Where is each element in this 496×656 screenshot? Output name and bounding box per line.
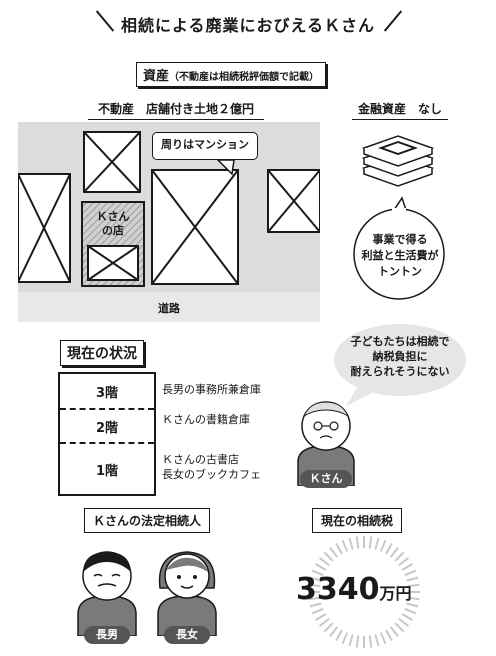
income-bubble-line2: 利益と生活費が: [361, 249, 439, 262]
income-bubble-text: 事業で得る 利益と生活費が トントン: [352, 232, 448, 280]
income-bubble-line3: トントン: [378, 265, 422, 278]
floor-divider-2: [60, 442, 154, 444]
tax-ray: [315, 563, 327, 571]
worry-line1: 子どもたちは相続で: [350, 335, 450, 348]
tax-ray: [385, 629, 393, 641]
property-map: 周りはマンション Ｋさん の店 道路: [18, 122, 320, 322]
road: [18, 292, 320, 322]
floor-3-desc: 長男の事務所兼倉庫: [162, 383, 261, 396]
building-left: [18, 173, 71, 283]
floor-1-desc: Ｋさんの古書店 長女のブックカフェ: [162, 452, 261, 482]
floor-1-desc-line2: 長女のブックカフェ: [162, 468, 261, 481]
assets-heading-text: 資産: [143, 69, 170, 84]
assets-heading-note: （不動産は相続税評価額で記載）: [169, 72, 320, 83]
tax-ray: [348, 634, 354, 647]
heirs-heading: Ｋさんの法定相続人: [84, 508, 211, 533]
worry-bubble: [334, 324, 466, 406]
road-label: 道路: [158, 302, 180, 315]
tax-ray: [309, 602, 322, 608]
floor-divider-1: [60, 408, 154, 410]
tax-ray: [404, 607, 417, 615]
map-buildings: [18, 131, 320, 322]
k-san-tag: Ｋさん: [300, 470, 352, 488]
real-estate-label: 不動産 店舗付き土地２億円: [88, 100, 264, 120]
assets-heading: 資産（不動産は相続税評価額で記載）: [136, 62, 327, 87]
tax-ray: [406, 576, 419, 582]
tax-unit: 万円: [379, 584, 412, 603]
floor-1: 1階: [95, 463, 119, 479]
tax-ray: [323, 622, 334, 633]
tax-ray: [404, 569, 417, 577]
tax-ray: [398, 557, 410, 567]
tax-ray: [389, 546, 399, 558]
son-tag: 長男: [84, 626, 130, 644]
tax-ray: [368, 635, 373, 648]
surroundings-bubble-text: 周りはマンション: [161, 138, 249, 151]
tax-ray: [308, 583, 321, 588]
tax-ray: [406, 602, 419, 608]
tax-amount-row: 3340万円: [296, 572, 436, 607]
building-right: [267, 169, 320, 233]
tax-ray: [374, 634, 380, 647]
tax-ray: [374, 537, 380, 550]
tax-ray: [335, 543, 343, 555]
financial-assets-label: 金融資産 なし: [352, 100, 448, 120]
son-avatar: [77, 551, 137, 636]
floor-1-desc-line1: Ｋさんの古書店: [162, 453, 239, 466]
tax-heading: 現在の相続税: [312, 508, 403, 533]
tax-ray: [379, 632, 387, 645]
tax-ray: [368, 536, 373, 549]
daughter-tag: 長女: [164, 626, 210, 644]
tax-ray: [398, 617, 410, 627]
tax-ray: [318, 557, 330, 567]
tax-ray: [407, 596, 420, 601]
daughter-avatar: [157, 551, 217, 636]
building-center-large: [151, 169, 239, 285]
income-bubble: [353, 196, 445, 300]
floor-3: 3階: [95, 385, 119, 401]
tax-ray: [311, 607, 324, 615]
tax-ray: [394, 551, 405, 562]
tax-ray: [348, 537, 354, 550]
tax-amount: 3340: [296, 572, 380, 607]
worry-line3: 耐えられそうにない: [350, 365, 450, 378]
tax-radial-decoration: [308, 536, 420, 648]
tax-ray: [308, 596, 321, 601]
tax-ray: [385, 543, 393, 555]
k-shop-label-line2: の店: [102, 224, 124, 237]
money-stack-icon: [361, 135, 435, 187]
tax-ray: [309, 576, 322, 582]
building-floors: 3階 2階 1階: [58, 372, 156, 496]
tax-ray: [379, 539, 387, 552]
tax-ray: [315, 613, 327, 621]
situation-heading: 現在の状況: [60, 340, 144, 366]
k-shop-label-line1: Ｋさん: [96, 210, 130, 223]
tax-ray: [389, 626, 399, 638]
tax-ray: [329, 626, 339, 638]
tax-ray: [318, 617, 330, 627]
tax-ray: [335, 629, 343, 641]
k-shop-lot: [81, 201, 145, 287]
tax-ray: [355, 635, 360, 648]
surroundings-bubble: [152, 132, 258, 160]
tax-ray: [407, 583, 420, 588]
k-shop-label: Ｋさん の店: [82, 210, 144, 238]
tax-ray: [311, 569, 324, 577]
floor-2-desc: Ｋさんの書籍倉庫: [162, 413, 250, 426]
tax-ray: [401, 563, 413, 571]
worry-line2: 納税負担に: [372, 350, 428, 363]
tax-ray: [341, 539, 349, 552]
page-title: 相続による廃業におびえるＫさん: [120, 16, 376, 35]
surroundings-bubble-tail: [216, 159, 235, 176]
tax-ray: [394, 622, 405, 633]
worry-bubble-text: 子どもたちは相続で 納税負担に 耐えられそうにない: [336, 334, 464, 379]
tax-ray: [355, 536, 360, 549]
income-bubble-line1: 事業で得る: [372, 233, 428, 246]
tax-ray: [401, 613, 413, 621]
tax-ray: [329, 546, 339, 558]
tax-ray: [341, 632, 349, 645]
floor-2: 2階: [95, 420, 119, 436]
building-top-small: [83, 131, 141, 193]
tax-ray: [323, 551, 334, 562]
